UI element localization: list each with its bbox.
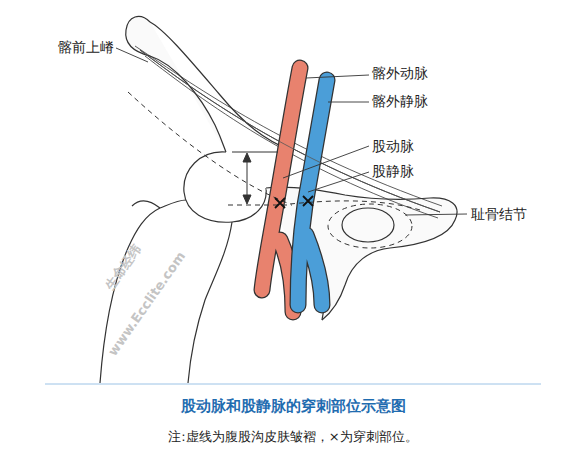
leader-line bbox=[405, 214, 467, 215]
femur-outline bbox=[100, 200, 232, 383]
leader-line bbox=[306, 75, 369, 78]
watermark: 生命经纬 bbox=[102, 241, 145, 293]
figure-note: 注:虚线为腹股沟皮肤皱褶，×为穿刺部位。 bbox=[0, 428, 586, 446]
part-label: 髂外动脉 bbox=[372, 65, 428, 82]
leader-line bbox=[116, 48, 148, 62]
puncture-mark bbox=[275, 198, 285, 208]
leader-line bbox=[328, 102, 369, 103]
inguinal-ligament bbox=[140, 50, 440, 212]
dimension-line bbox=[247, 156, 248, 201]
part-label: 髂前上嵴 bbox=[58, 39, 114, 56]
dimension-line bbox=[232, 152, 278, 153]
ilium-inner bbox=[150, 22, 290, 150]
separator bbox=[45, 384, 541, 385]
part-label: 股动脉 bbox=[372, 138, 414, 155]
arrowhead bbox=[243, 195, 251, 204]
skin-crease bbox=[128, 92, 420, 210]
trochanter bbox=[132, 201, 160, 208]
obturator-foramen bbox=[342, 208, 394, 242]
puncture-mark bbox=[303, 196, 313, 206]
arrowhead bbox=[243, 153, 251, 162]
part-label: 髂外静脉 bbox=[372, 93, 428, 110]
leader-line bbox=[308, 172, 369, 192]
vein bbox=[298, 80, 327, 305]
vein bbox=[298, 80, 327, 305]
part-label: 耻骨结节 bbox=[471, 206, 527, 223]
skin-crease bbox=[328, 204, 412, 248]
part-label: 股静脉 bbox=[372, 163, 414, 180]
figure-title: 股动脉和股静脉的穿刺部位示意图 bbox=[0, 397, 586, 416]
leader-line bbox=[283, 146, 369, 178]
